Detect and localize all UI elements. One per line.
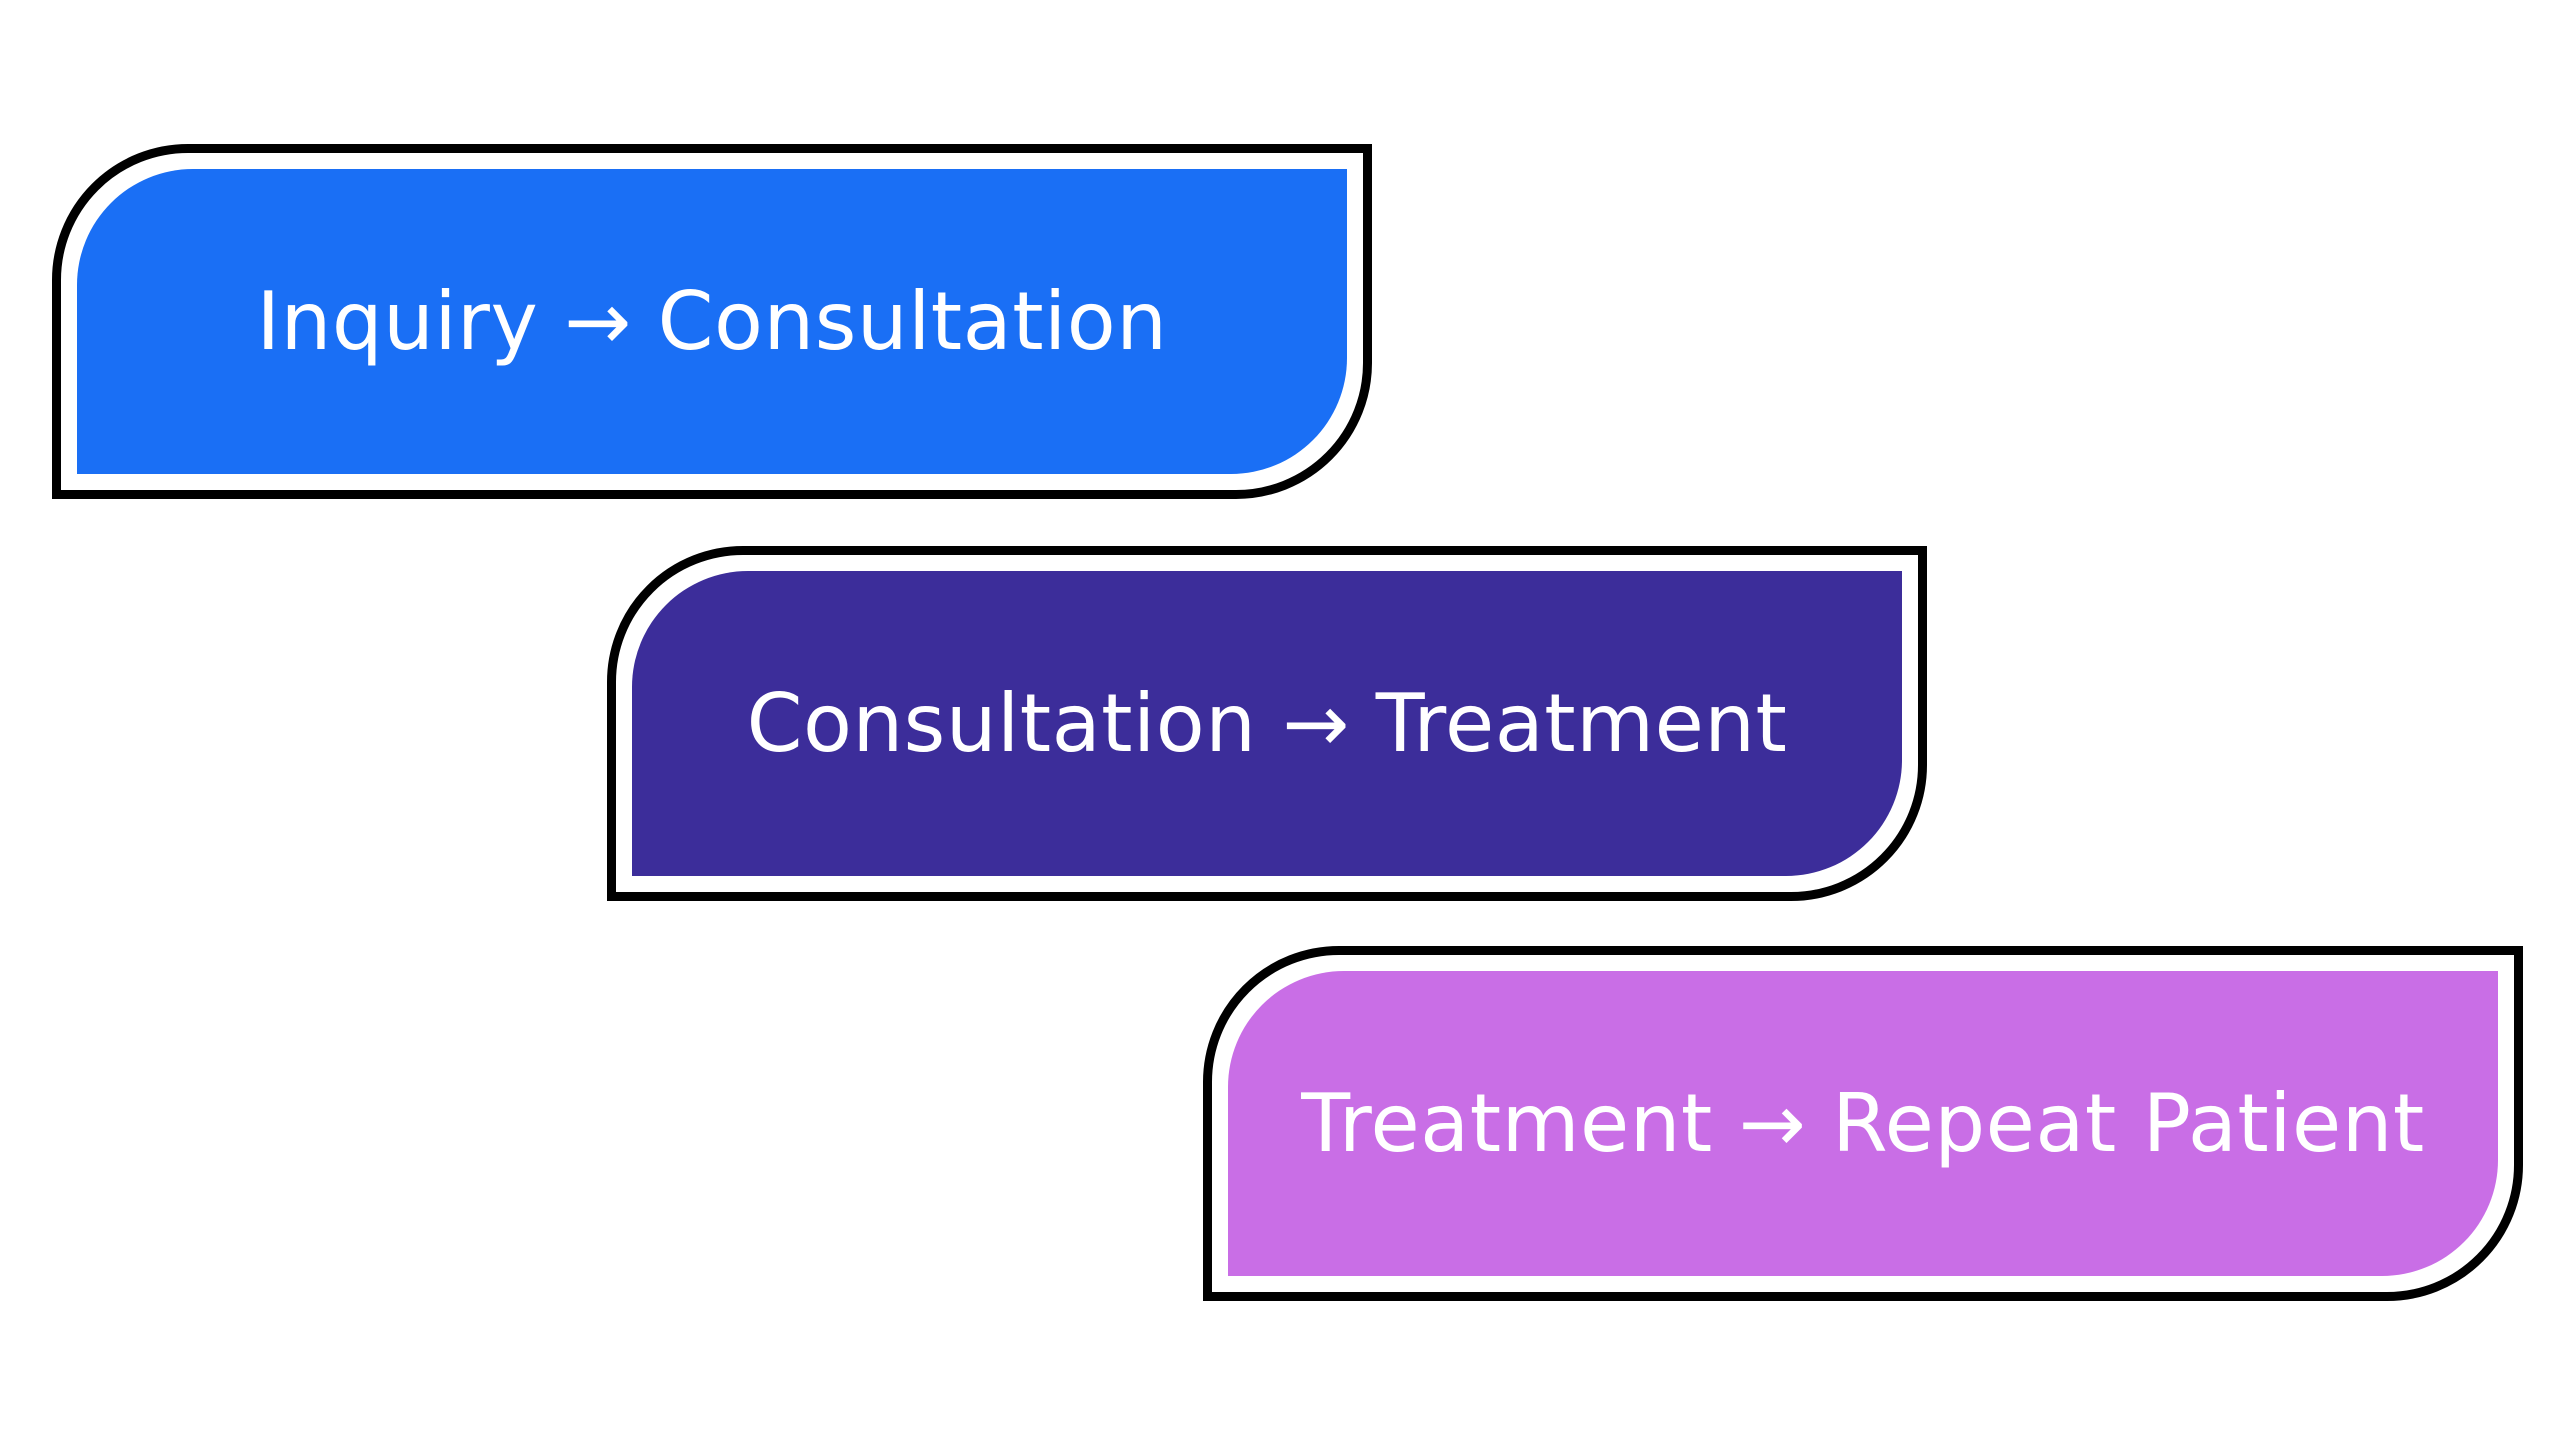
step-inquiry-to-consultation: Inquiry → Consultation [52, 144, 1372, 499]
step-label: Treatment → Repeat Patient [1301, 1077, 2425, 1170]
step-label: Consultation → Treatment [746, 677, 1788, 770]
step-fill: Treatment → Repeat Patient [1228, 971, 2498, 1276]
step-treatment-to-repeat-patient: Treatment → Repeat Patient [1203, 946, 2523, 1301]
step-fill: Consultation → Treatment [632, 571, 1902, 876]
step-fill: Inquiry → Consultation [77, 169, 1347, 474]
step-consultation-to-treatment: Consultation → Treatment [607, 546, 1927, 901]
step-label: Inquiry → Consultation [256, 275, 1168, 368]
